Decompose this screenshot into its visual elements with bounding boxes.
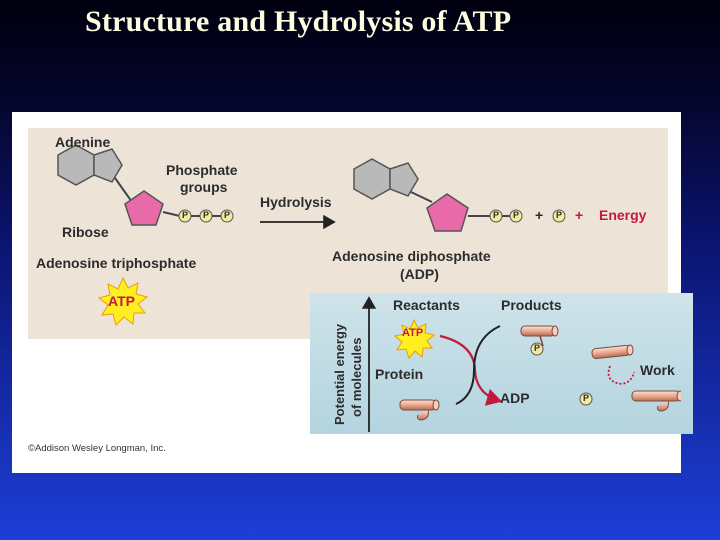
hydrolysis-label: Hydrolysis [260,194,332,210]
p-letter-3: P [223,210,230,220]
copyright-notice: ©Addison Wesley Longman, Inc. [28,443,166,454]
energy-coupling-panel [310,293,693,434]
released-phosphate [579,392,593,406]
adp-molecule [353,158,566,232]
adp-name-label: Adenosine diphosphate [332,248,491,264]
atp-burst-label-bottom: ATP [402,327,424,339]
energy-label: Energy [599,207,647,223]
atp-figure: Adenine Phosphate groups Ribose Hydrolys… [12,112,693,473]
protein-label: Protein [375,366,424,382]
slide-title: Structure and Hydrolysis of ATP [85,5,512,38]
p-letter-1: P [181,210,188,220]
atp-starburst-top [97,276,149,326]
adp-p-letter-1: P [492,210,499,220]
products-label: Products [501,297,562,313]
plus-sign-energy: + [575,207,584,223]
y-axis-label-line1: Potential energy [332,323,347,425]
adenine-label: Adenine [55,134,111,150]
released-p-letter: P [582,393,589,403]
adenine-pentagon [93,148,123,183]
ribose-label: Ribose [62,224,109,240]
atp-burst-label-top: ATP [108,293,135,309]
adenine-hexagon [57,144,95,186]
free-p-letter: P [555,210,562,220]
plus-sign: + [535,207,544,223]
work-label: Work [640,362,675,378]
adp-ribose-pentagon [426,193,469,232]
work-arrow [607,365,635,385]
reactants-label: Reactants [393,297,460,313]
molecule-graphics [57,144,681,432]
product-phosphate [530,342,544,356]
adp-adenine-hexagon [353,158,391,200]
ribose-pentagon [124,190,164,226]
phosphorylated-protein [520,325,559,356]
atp-starburst-bottom [393,318,436,359]
atp-name-label: Adenosine triphosphate [36,255,197,271]
y-axis-label-line2: of molecules [349,337,364,417]
adp-phosphate-2 [509,209,523,223]
phosphate-3 [220,209,234,223]
phosphate-groups-label-line2: groups [180,179,228,195]
adp-label: ADP [500,390,530,406]
phosphate-groups-label-line1: Phosphate [166,162,238,178]
product-p-letter: P [533,343,540,353]
coupling-curve [455,325,501,405]
adp-p-letter-2: P [512,210,519,220]
adp-abbrev-label: (ADP) [400,266,439,282]
atp-molecule [57,144,234,226]
protein-reactant [399,399,440,421]
product-protein-high [591,344,634,360]
product-protein-low [631,390,681,412]
p-letter-2: P [202,210,209,220]
free-phosphate [552,209,566,223]
adp-adenine-pentagon [389,162,419,197]
